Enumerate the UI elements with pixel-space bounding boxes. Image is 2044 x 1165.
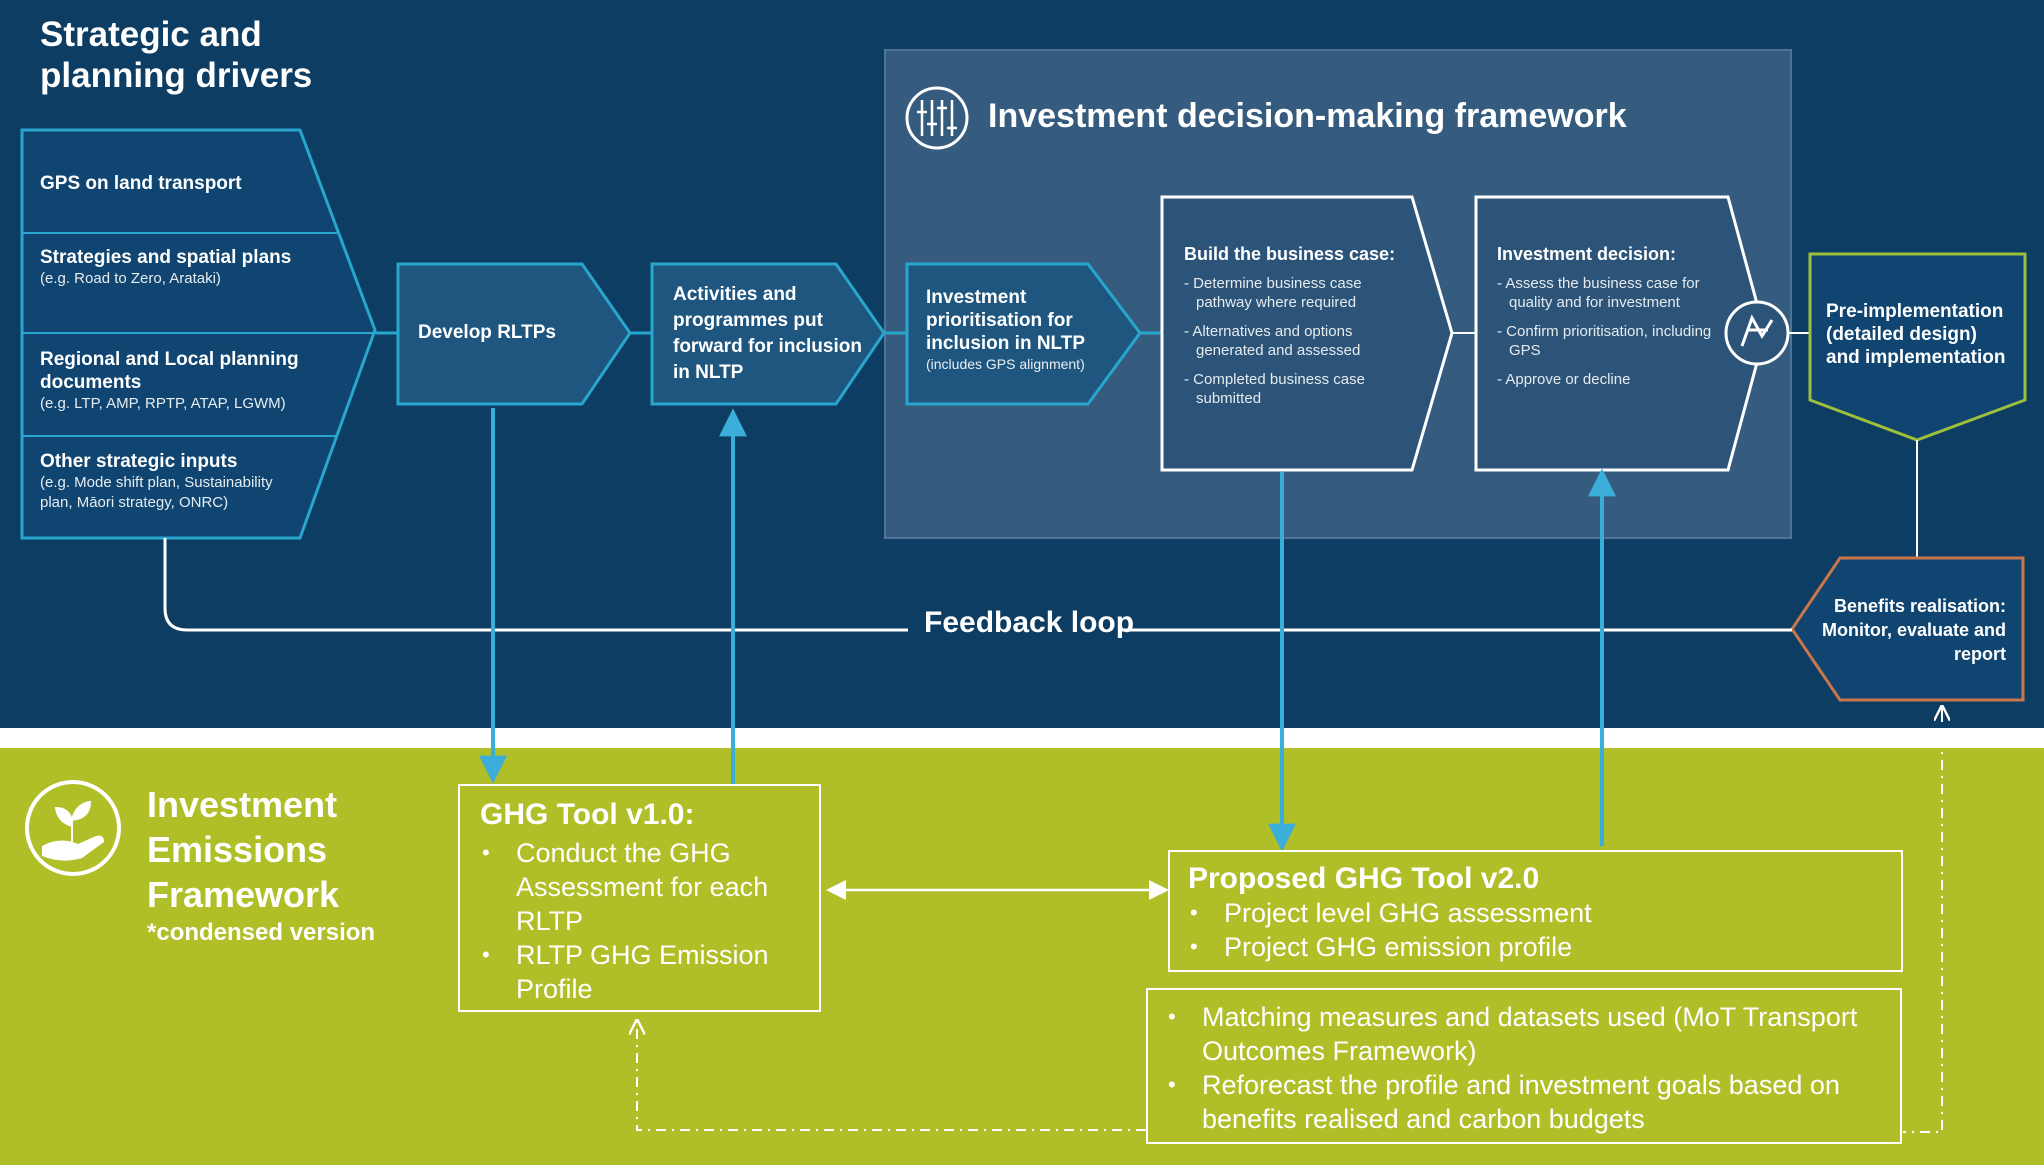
list-item: Assess the business case for quality and…	[1497, 274, 1723, 312]
ghg-v1-title: GHG Tool v1.0:	[480, 798, 695, 831]
driver-label: Other strategic inputs	[40, 451, 238, 472]
measures-list: Matching measures and datasets used (MoT…	[1148, 1000, 1886, 1136]
framework-title: Investment decision-making framework	[988, 97, 1627, 135]
list-item: Alternatives and options generated and a…	[1184, 322, 1412, 360]
driver-label: Strategies and spatial plans	[40, 247, 292, 268]
driver-item-other: Other strategic inputs(e.g. Mode shift p…	[40, 450, 300, 513]
driver-sub: (e.g. Road to Zero, Arataki)	[40, 270, 221, 287]
develop-rltps-label: Develop RLTPs	[418, 322, 556, 343]
pre-implementation-box	[1808, 252, 2027, 442]
benefits-box	[1790, 556, 2025, 702]
business-case-text: Build the business case: Determine busin…	[1184, 242, 1412, 418]
driver-item-strategies: Strategies and spatial plans (e.g. Road t…	[40, 246, 340, 289]
driver-label: GPS on land transport	[40, 173, 242, 194]
ghg-tool-v2-box: Proposed GHG Tool v2.0 Project level GHG…	[1168, 850, 1903, 972]
list-item: Completed business case submitted	[1184, 370, 1412, 408]
prioritisation-label: Investment prioritisation for inclusion …	[926, 287, 1086, 354]
sliders-icon	[905, 86, 969, 150]
investment-decision-text: Investment decision: Assess the business…	[1497, 242, 1723, 399]
emissions-subtitle: *condensed version	[147, 919, 376, 946]
investment-decision-heading: Investment decision:	[1497, 244, 1677, 264]
list-item: Confirm prioritisation, including GPS	[1497, 322, 1723, 360]
driver-label: Regional and Local planning documents	[40, 349, 299, 393]
ghg-v2-list: Project level GHG assessment Project GHG…	[1188, 896, 1883, 964]
driver-item-regional: Regional and Local planning documents (e.…	[40, 348, 340, 414]
prioritisation-chevron	[905, 262, 1142, 406]
ghg-v1-list: Conduct the GHG Assessment for each RLTP…	[480, 836, 799, 1006]
list-item: RLTP GHG Emission Profile	[482, 938, 799, 1006]
driver-sub: (e.g. LTP, AMP, RPTP, ATAP, LGWM)	[40, 395, 286, 412]
list-item: Reforecast the profile and investment go…	[1168, 1068, 1886, 1136]
list-item: Conduct the GHG Assessment for each RLTP	[482, 836, 799, 938]
list-item: Matching measures and datasets used (MoT…	[1168, 1000, 1886, 1068]
feedback-loop-line	[163, 538, 908, 632]
driver-sub: (e.g. Mode shift plan, Sustainability pl…	[40, 474, 273, 511]
map-route-icon	[1724, 300, 1790, 366]
investment-decision-list: Assess the business case for quality and…	[1497, 274, 1723, 389]
develop-rltps-chevron	[396, 262, 632, 406]
business-case-list: Determine business case pathway where re…	[1184, 274, 1412, 408]
drivers-title: Strategic and planning drivers	[40, 15, 313, 95]
business-case-heading: Build the business case:	[1184, 244, 1396, 264]
list-item: Project GHG emission profile	[1190, 930, 1883, 964]
ghg-tool-v1-box: GHG Tool v1.0: Conduct the GHG Assessmen…	[458, 784, 821, 1012]
list-item: Project level GHG assessment	[1190, 896, 1883, 930]
benefits-label: Benefits realisation: Monitor, evaluate …	[1821, 596, 2006, 664]
emissions-title: Investment Emissions Framework	[147, 784, 340, 915]
driver-item-gps: GPS on land transport	[40, 172, 340, 195]
activities-chevron	[650, 262, 886, 406]
feedback-loop-label: Feedback loop	[924, 606, 1135, 639]
ghg-v2-title: Proposed GHG Tool v2.0	[1188, 862, 1540, 895]
measures-box: Matching measures and datasets used (MoT…	[1146, 988, 1902, 1144]
prioritisation-text: Investment prioritisation for inclusion …	[926, 286, 1101, 373]
list-item: Approve or decline	[1497, 370, 1723, 389]
pre-implementation-label: Pre-implementation (detailed design) and…	[1826, 301, 2006, 368]
section-divider	[0, 728, 2044, 748]
activities-label: Activities and programmes put forward fo…	[673, 284, 862, 383]
list-item: Determine business case pathway where re…	[1184, 274, 1412, 312]
hand-plant-icon	[25, 780, 121, 876]
prioritisation-sub: (includes GPS alignment)	[926, 356, 1085, 372]
